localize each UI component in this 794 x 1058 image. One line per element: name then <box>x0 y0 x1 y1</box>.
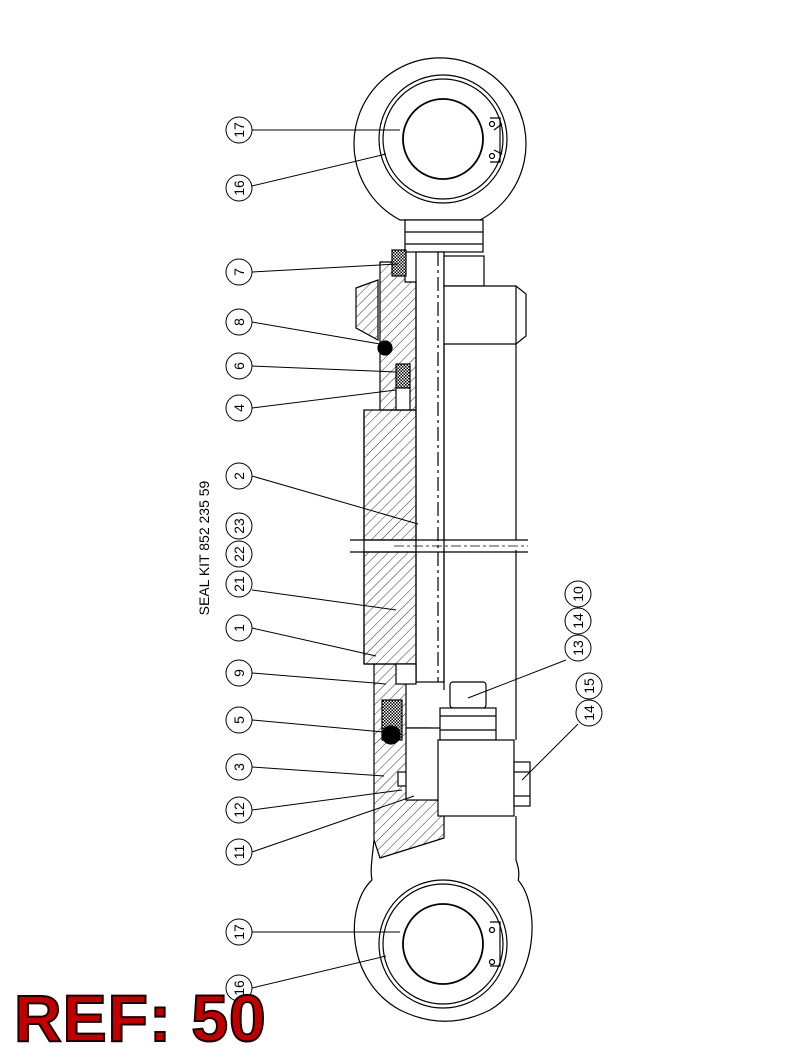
callout-7: 7 <box>225 258 253 286</box>
seal-kit-text: SEAL KIT 852 235 59 <box>196 480 212 615</box>
callout-12-label: 12 <box>231 802 247 818</box>
callout-14-lower: 14 <box>575 699 603 727</box>
callout-2: 2 <box>225 462 253 490</box>
callout-5-label: 5 <box>231 716 247 724</box>
callout-11: 11 <box>225 838 253 866</box>
callout-17-top-label: 17 <box>231 122 247 138</box>
callout-10: 10 <box>564 580 592 608</box>
callout-15: 15 <box>575 672 603 700</box>
top-rod-eye <box>353 57 527 221</box>
callout-12: 12 <box>225 796 253 824</box>
callout-14-upper: 14 <box>564 607 592 635</box>
rod-neck <box>404 219 484 253</box>
callout-6: 6 <box>225 352 253 380</box>
callout-9-label: 9 <box>231 669 247 677</box>
callout-9: 9 <box>225 659 253 687</box>
callout-22: 22 <box>225 540 253 568</box>
callout-3-label: 3 <box>231 763 247 771</box>
ref-label: REF: 50 <box>13 980 267 1056</box>
callouts-right: 10 14 13 15 14 <box>564 580 603 727</box>
cylinder-tube-right <box>443 255 527 740</box>
callout-10-label: 10 <box>570 586 586 602</box>
callout-22-label: 22 <box>231 546 247 562</box>
callout-3: 3 <box>225 753 253 781</box>
callouts-left: 17 16 7 8 6 4 2 23 22 21 1 9 5 3 12 11 1… <box>225 116 253 1002</box>
callout-1: 1 <box>225 614 253 642</box>
cylinder-tube-wall <box>363 409 417 665</box>
callout-16-bottom: 16 <box>225 974 253 1002</box>
callout-14-upper-label: 14 <box>570 613 586 629</box>
callout-16-top-label: 16 <box>231 180 247 196</box>
base-tube-outline <box>370 816 520 883</box>
callout-8-label: 8 <box>231 318 247 326</box>
leader-lines <box>251 129 579 989</box>
callout-13: 13 <box>564 634 592 662</box>
callout-16-bottom-label: 16 <box>231 980 247 996</box>
port-fitting <box>437 681 531 817</box>
callout-4-label: 4 <box>231 404 247 412</box>
callout-16-top: 16 <box>225 174 253 202</box>
callout-5: 5 <box>225 706 253 734</box>
callout-6-label: 6 <box>231 362 247 370</box>
piston-rod <box>415 251 445 683</box>
callout-14-lower-label: 14 <box>581 705 597 721</box>
callout-23-label: 23 <box>231 518 247 534</box>
callout-7-label: 7 <box>231 268 247 276</box>
callout-2-label: 2 <box>231 472 247 480</box>
cylinder-head <box>355 249 417 411</box>
callout-17-top: 17 <box>225 116 253 144</box>
callout-17-bottom: 17 <box>225 918 253 946</box>
callout-13-label: 13 <box>570 640 586 656</box>
callout-4: 4 <box>225 394 253 422</box>
break-line <box>350 539 528 553</box>
piston-and-base <box>364 663 445 859</box>
callout-17-bottom-label: 17 <box>231 924 247 940</box>
callout-15-label: 15 <box>581 678 597 694</box>
callout-21-label: 21 <box>231 576 247 592</box>
callout-8: 8 <box>225 308 253 336</box>
callout-23: 23 <box>225 512 253 540</box>
bottom-rod-eye <box>353 879 533 1022</box>
callout-11-label: 11 <box>231 845 247 860</box>
callout-21: 21 <box>225 570 253 598</box>
callout-1-label: 1 <box>231 624 247 632</box>
